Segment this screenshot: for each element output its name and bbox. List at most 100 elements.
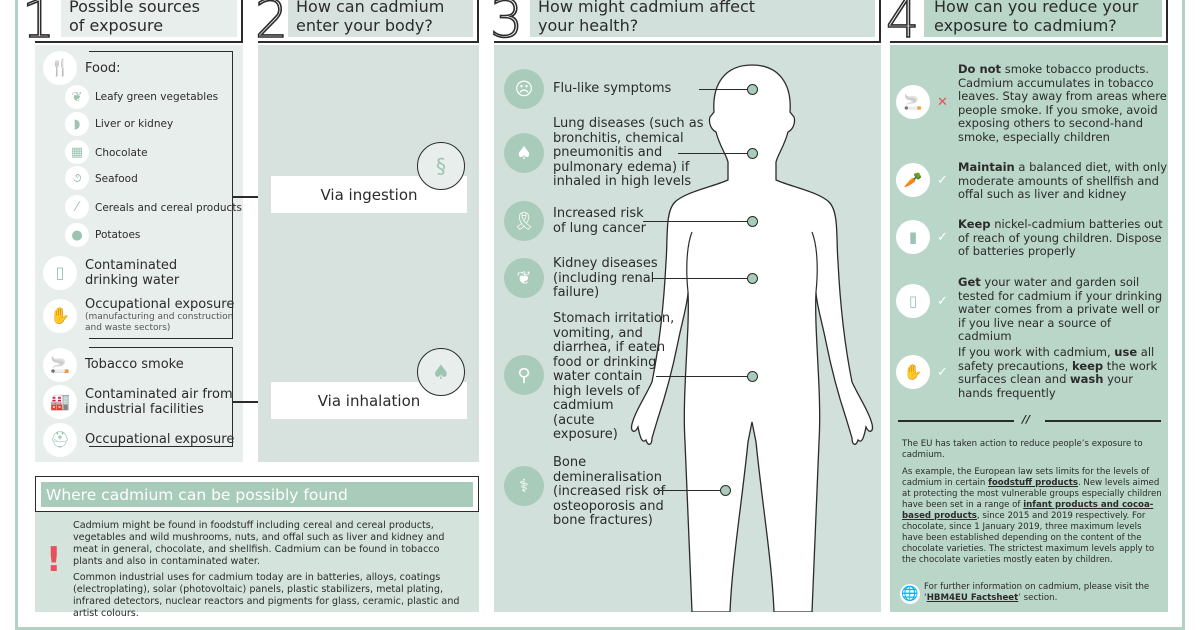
x-mark-icon: ✕ <box>937 95 948 110</box>
infant-products-link[interactable]: infant products and cocoa-based products <box>902 500 1154 521</box>
leader-line <box>652 278 748 280</box>
divider-line <box>1045 420 1161 422</box>
body-point-chest <box>747 216 758 227</box>
where-found-header: Where cadmium can be possibly found <box>35 476 479 512</box>
section-1-header: Possible sources of exposure <box>35 0 243 43</box>
hard-hat-icon: ⛑ <box>43 423 77 457</box>
kidney-icon: ❦ <box>504 258 544 298</box>
ingestion-connector <box>233 196 271 198</box>
bone-joint-icon: ⚕ <box>504 466 544 506</box>
frame-border-left <box>15 0 18 630</box>
body-point-knee <box>720 485 731 496</box>
body-point-stomach <box>747 371 758 382</box>
where-found-title: Where cadmium can be possibly found <box>41 482 473 507</box>
effect-text: Kidney diseases (including renal failure… <box>553 256 658 300</box>
hand-wash-icon: ✋ <box>896 355 930 389</box>
eu-law-text: As example, the European law sets limits… <box>902 467 1162 565</box>
inhalation-connector <box>233 401 271 403</box>
divider-line <box>898 420 1014 422</box>
battery-icon: ▮ <box>896 220 930 254</box>
effect-text: Flu-like symptoms <box>553 81 672 96</box>
occupational-note: (manufacturing and construction and wast… <box>85 312 234 333</box>
divider-mark: // <box>1022 413 1031 426</box>
hbm4eu-factsheet-link[interactable]: HBM4EU Factsheet <box>926 593 1019 603</box>
food-label: Food: <box>85 61 121 76</box>
tip-text: Get your water and garden soil tested fo… <box>958 275 1163 343</box>
tip-text: If you work with cadmium, use all safety… <box>958 345 1158 400</box>
where-found-paragraph-1: Cadmium might be found in foodstuff incl… <box>73 520 445 567</box>
page-title: Possible sources of exposure <box>69 0 200 35</box>
ingestion-bracket <box>89 51 233 339</box>
inhalation-item: Contaminated air from industrial facilit… <box>85 387 233 417</box>
check-mark-icon: ✓ <box>937 294 948 309</box>
vegetables-icon: 🥕 <box>896 163 930 197</box>
further-info: For further information on cadmium, plea… <box>924 582 1150 603</box>
food-item: Cereals and cereal products <box>95 202 242 214</box>
eu-intro: The EU has taken action to reduce people… <box>902 439 1143 460</box>
frame-border-right <box>1182 0 1185 630</box>
section-number: 3 <box>489 0 524 50</box>
food-icon: 🍴 <box>43 51 77 85</box>
factory-icon: 🏭 <box>43 385 77 419</box>
section-number: 4 <box>885 0 920 50</box>
reduce-panel <box>890 45 1168 612</box>
effect-text: Stomach irritation, vomiting, and diarrh… <box>553 311 675 442</box>
inhalation-item: Occupational exposure <box>85 432 235 447</box>
cancer-ribbon-icon: 🎗 <box>504 201 544 241</box>
food-item: Seafood <box>95 173 138 185</box>
food-item: Potatoes <box>95 229 141 241</box>
shrimp-icon: ૭ <box>65 166 89 190</box>
vomiting-person-icon: ⚲ <box>504 355 544 395</box>
leader-line <box>699 89 748 91</box>
tobacco-icon: 🚬 <box>43 348 77 382</box>
food-item: Liver or kidney <box>95 118 174 130</box>
check-mark-icon: ✓ <box>937 230 948 245</box>
leader-line <box>656 376 748 378</box>
food-item: Chocolate <box>95 147 148 159</box>
check-mark-icon: ✓ <box>937 173 948 188</box>
human-body-silhouette <box>630 64 874 612</box>
effect-text: Increased risk of lung cancer <box>553 206 646 236</box>
intestine-icon: § <box>417 142 465 190</box>
body-point-neck <box>747 148 758 159</box>
food-item: Leafy green vegetables <box>95 91 219 103</box>
inhalation-item: Tobacco smoke <box>85 357 184 372</box>
section-3-header: How might cadmium affect your health? <box>494 0 881 43</box>
lungs-icon: ♠ <box>417 348 465 396</box>
leader-line <box>643 221 748 223</box>
lungs-icon: ♠ <box>504 133 544 173</box>
hands-icon: ✋ <box>43 299 77 333</box>
where-found-paragraph-2: Common industrial uses for cadmium today… <box>73 572 460 619</box>
chocolate-icon: ▦ <box>65 140 89 164</box>
cigarette-icon: 🚬 <box>896 85 930 119</box>
flu-face-icon: ☹ <box>504 69 544 109</box>
tip-text: Keep nickel-cadmium batteries out of rea… <box>958 217 1163 258</box>
body-point-head <box>747 84 758 95</box>
inhalation-bracket <box>89 347 233 447</box>
foodstuff-products-link[interactable]: foodstuff products <box>988 478 1078 488</box>
body-point-kidney <box>747 273 758 284</box>
water-glass-icon: ▯ <box>43 256 77 290</box>
section-number: 1 <box>21 0 56 50</box>
where-found-panel <box>35 512 479 612</box>
globe-icon: 🌐 <box>900 584 920 604</box>
section-4-header: How can you reduce your exposure to cadm… <box>890 0 1168 43</box>
leader-line <box>678 153 748 155</box>
section-2-header: How can cadmium enter your body? <box>258 0 479 43</box>
potato-icon: ● <box>65 223 89 247</box>
liver-icon: ◗ <box>65 112 89 136</box>
section-number: 2 <box>254 0 289 50</box>
effect-text: Bone demineralisation (increased risk of… <box>553 455 666 528</box>
water-label: Contaminated drinking water <box>85 258 180 288</box>
leafy-vegetable-icon: ❦ <box>65 85 89 109</box>
tip-text: Maintain a balanced diet, with only mode… <box>958 160 1168 201</box>
effect-text: Lung diseases (such as bronchitis, chemi… <box>553 116 704 189</box>
leader-line <box>657 490 721 492</box>
frame-border-bottom <box>15 627 1185 630</box>
tip-text: Do not smoke tobacco products. Cadmium a… <box>958 62 1167 144</box>
water-glass-icon: ▯ <box>896 284 930 318</box>
exclamation-icon: ! <box>46 540 62 580</box>
cereal-icon: ⁄ <box>65 195 89 219</box>
check-mark-icon: ✓ <box>937 365 948 380</box>
occupational-label: Occupational exposure <box>85 297 235 312</box>
